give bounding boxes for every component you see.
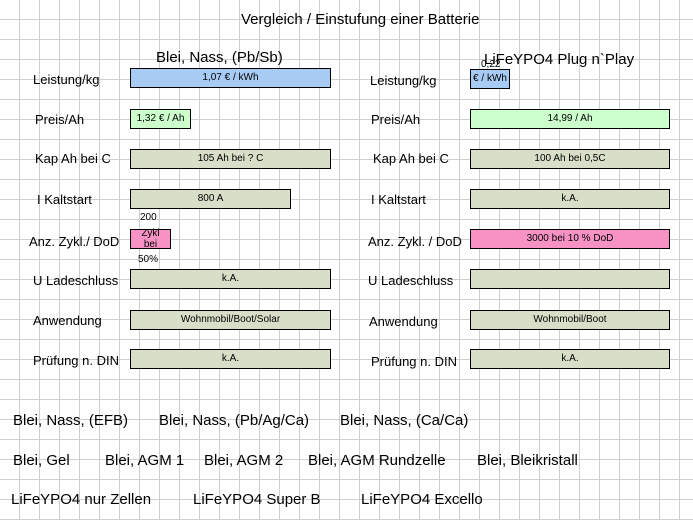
left-label-anwendung: Anwendung	[33, 313, 102, 328]
type-item: Blei, Nass, (Pb/Ag/Ca)	[159, 412, 310, 429]
left-box-kap: 105 Ah bei ? C	[130, 149, 331, 169]
type-item: LiFeYPO4 nur Zellen	[11, 491, 152, 508]
left-label-leistung: Leistung/kg	[33, 72, 100, 87]
left-box-anwendung: Wohnmobil/Boot/Solar	[130, 310, 331, 330]
left-label-preis: Preis/Ah	[35, 112, 85, 127]
right-box-kaltstart: k.A.	[470, 189, 670, 209]
right-label-kaltstart: I Kaltstart	[371, 192, 426, 207]
right-box-leistung: € / kWh	[470, 69, 510, 89]
right-box-zyklen: 3000 bei 10 % DoD	[470, 229, 670, 249]
left-label-pruefung: Prüfung n. DIN	[33, 353, 119, 368]
type-item: LiFeYPO4 Super B	[193, 491, 321, 508]
left-box-ladeschluss: k.A.	[130, 269, 331, 289]
left-box-leistung: 1,07 € / kWh	[130, 68, 331, 88]
type-item: Blei, Nass, (EFB)	[13, 412, 129, 429]
type-item: Blei, Nass, (Ca/Ca)	[340, 412, 469, 429]
right-label-ladeschluss: U Ladeschluss	[368, 273, 454, 288]
right-box-ladeschluss	[470, 269, 670, 289]
right-label-kap: Kap Ah bei C	[373, 151, 449, 166]
left-label-kap: Kap Ah bei C	[35, 151, 111, 166]
right-box-pruefung: k.A.	[470, 349, 670, 369]
left-label-ladeschluss: U Ladeschluss	[33, 273, 119, 288]
type-item: Blei, Gel	[13, 452, 70, 469]
left-box-pruefung: k.A.	[130, 349, 331, 369]
right-box-anwendung: Wohnmobil/Boot	[470, 310, 670, 330]
type-item: Blei, AGM Rundzelle	[308, 452, 446, 469]
type-item: Blei, AGM 2	[204, 452, 284, 469]
left-heading: Blei, Nass, (Pb/Sb)	[156, 49, 283, 66]
right-leistung-top: 0,22	[481, 59, 501, 70]
type-item: LiFeYPO4 Excello	[361, 491, 483, 508]
left-box-preis: 1,32 € / Ah	[130, 109, 191, 129]
type-item: Blei, Bleikristall	[477, 452, 578, 469]
right-label-zyklen: Anz. Zykl. / DoD	[368, 234, 462, 249]
right-label-pruefung: Prüfung n. DIN	[371, 354, 457, 369]
left-label-kaltstart: I Kaltstart	[37, 192, 92, 207]
right-heading: LiFeYPO4 Plug n`Play	[484, 51, 635, 68]
page-title: Vergleich / Einstufung einer Batterie	[241, 11, 480, 28]
left-zyklen-top: 200	[140, 212, 157, 223]
left-label-zyklen: Anz. Zykl./ DoD	[29, 234, 120, 249]
left-zyklen-bottom: 50%	[138, 254, 159, 265]
type-item: Blei, AGM 1	[105, 452, 185, 469]
left-box-kaltstart: 800 A	[130, 189, 291, 209]
left-box-zyklen: Zykl bei	[130, 228, 171, 250]
right-label-preis: Preis/Ah	[371, 112, 421, 127]
right-label-anwendung: Anwendung	[369, 314, 438, 329]
right-box-kap: 100 Ah bei 0,5C	[470, 149, 670, 169]
right-label-leistung: Leistung/kg	[370, 73, 437, 88]
right-box-preis: 14,99 / Ah	[470, 109, 670, 129]
